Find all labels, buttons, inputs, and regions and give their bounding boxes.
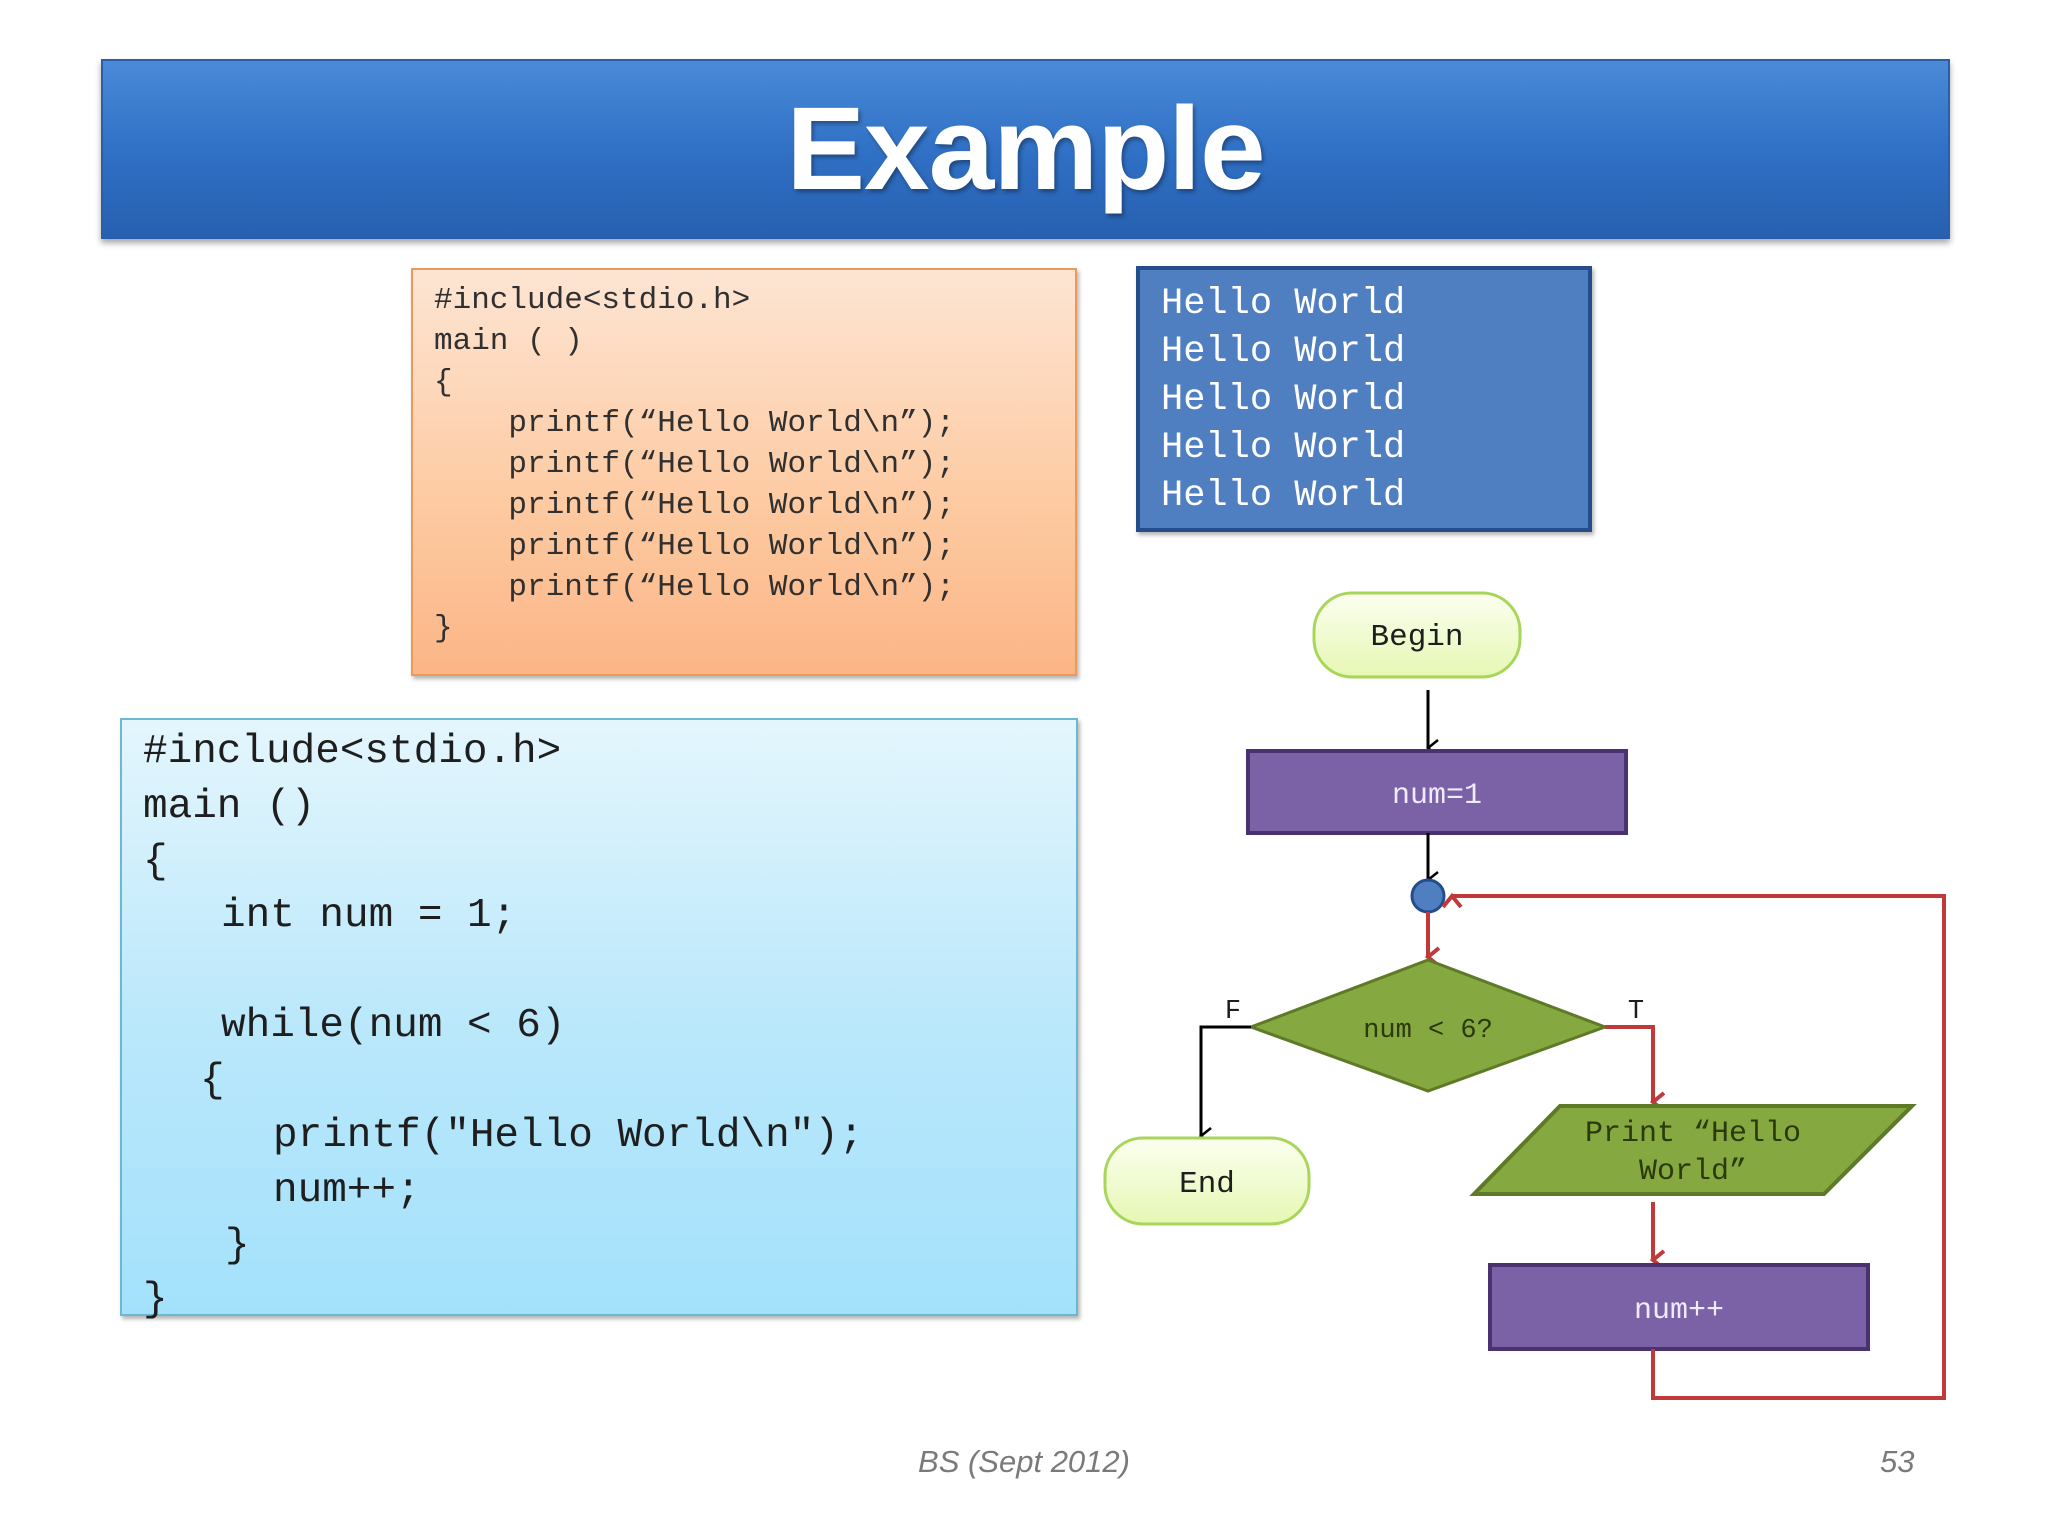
slide-title: Example <box>786 83 1265 215</box>
print-label-line1: Print “Hello <box>1585 1117 1801 1151</box>
end-node: End <box>1103 1136 1311 1226</box>
arrow-false-to-end <box>1198 1025 1251 1145</box>
output-line: Hello World <box>1161 379 1406 421</box>
code-line: main ( ) <box>434 324 583 359</box>
code-line: } <box>143 1277 168 1323</box>
code-line: printf("Hello World\n"); <box>273 1113 864 1159</box>
footer-text: BS (Sept 2012) <box>918 1444 1130 1479</box>
code-line: #include<stdio.h> <box>434 283 751 318</box>
init-label: num=1 <box>1392 779 1482 813</box>
arrow-loop-back <box>1441 892 1946 1400</box>
code-line: } <box>225 1223 250 1269</box>
code-box-repeated: #include<stdio.h> main ( ) { printf(“Hel… <box>411 268 1077 676</box>
begin-node: Begin <box>1312 591 1522 679</box>
code-line: #include<stdio.h> <box>143 729 562 775</box>
code-line: printf(“Hello World\n”); <box>434 529 955 564</box>
code-line: printf(“Hello World\n”); <box>434 447 955 482</box>
code-line: main () <box>143 784 316 830</box>
code-line: num++; <box>273 1168 421 1214</box>
begin-label: Begin <box>1370 620 1463 655</box>
code-line: printf(“Hello World\n”); <box>434 406 955 441</box>
output-box: Hello World Hello World Hello World Hell… <box>1136 266 1592 532</box>
increment-node: num++ <box>1488 1263 1870 1351</box>
code-line: while(num < 6) <box>221 1003 566 1049</box>
code-line: { <box>200 1058 225 1104</box>
code-line: { <box>143 839 168 885</box>
code-line: { <box>434 365 453 400</box>
output-line: Hello World <box>1161 331 1406 373</box>
code-line: } <box>434 611 453 646</box>
code-line: int num = 1; <box>221 893 517 939</box>
output-line: Hello World <box>1161 475 1406 517</box>
code-box-loop: #include<stdio.h> main () { int num = 1;… <box>120 718 1078 1323</box>
decision-label: num < 6? <box>1363 1016 1493 1046</box>
title-bar: Example <box>101 59 1950 239</box>
loop-connector <box>1410 878 1446 914</box>
output-line: Hello World <box>1161 283 1406 325</box>
false-label: F <box>1225 997 1241 1027</box>
true-label: T <box>1628 997 1644 1027</box>
print-node: Print “Hello World” <box>1469 1104 1917 1196</box>
end-label: End <box>1179 1167 1235 1202</box>
arrow-true-to-print <box>1605 1025 1666 1113</box>
decision-node: num < 6? <box>1246 958 1610 1093</box>
page-number: 53 <box>1880 1444 1915 1479</box>
code-line: printf(“Hello World\n”); <box>434 570 955 605</box>
init-node: num=1 <box>1246 749 1628 835</box>
print-label-line2: World” <box>1639 1155 1747 1189</box>
output-line: Hello World <box>1161 427 1406 469</box>
increment-label: num++ <box>1634 1294 1724 1328</box>
code-line: printf(“Hello World\n”); <box>434 488 955 523</box>
